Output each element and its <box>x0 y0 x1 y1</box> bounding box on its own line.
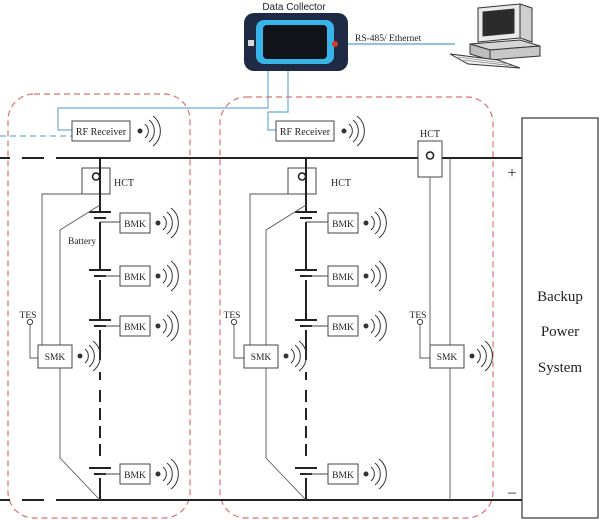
group-1: RF Receiver HCT Battery <box>20 115 179 501</box>
svg-text:HCT: HCT <box>331 178 351 189</box>
tes-2: TES <box>224 311 241 321</box>
backup-label-3: System <box>538 360 583 376</box>
rf-receiver-2 <box>275 120 335 142</box>
hct-3-label: HCT <box>420 129 440 140</box>
svg-text:BMK: BMK <box>332 471 354 481</box>
svg-text:SMK: SMK <box>437 353 458 363</box>
minus-terminal: – <box>507 484 517 501</box>
rf-receiver-1-wireless-icon <box>137 115 161 147</box>
main-buses <box>0 157 522 501</box>
backup-power-system: Backup Power System <box>521 117 599 519</box>
data-collector-button-icon <box>332 41 338 47</box>
bmk-2-1: BMK <box>306 207 387 239</box>
computer-icon <box>449 3 541 69</box>
tes-1: TES <box>20 311 37 321</box>
group-2-boundary <box>219 96 494 519</box>
svg-text:RF Receiver: RF Receiver <box>280 127 331 138</box>
svg-text:BMK: BMK <box>332 273 354 283</box>
hct-1 <box>81 167 111 195</box>
data-collector-label: Data Collector <box>262 2 326 13</box>
smk-1: SMK <box>37 340 101 372</box>
comm-lines <box>0 71 289 137</box>
svg-text:BMK: BMK <box>332 220 354 230</box>
rf-receiver-2-wireless-icon <box>341 115 365 147</box>
svg-text:BMK: BMK <box>124 471 146 481</box>
svg-text:BMK: BMK <box>124 273 146 283</box>
backup-label-1: Backup <box>537 289 583 305</box>
bmk-1-1: BMK <box>100 207 179 239</box>
bmk-2-4: BMK <box>306 458 387 490</box>
svg-text:BMK: BMK <box>332 323 354 333</box>
svg-text:BMK: BMK <box>124 220 146 230</box>
bmk-1-2: BMK <box>100 260 179 292</box>
svg-text:HCT: HCT <box>114 178 134 189</box>
smk-3: SMK <box>429 340 493 372</box>
rs485-label: RS-485/ Ethernet <box>355 34 422 44</box>
battery-label: Battery <box>68 237 96 247</box>
backup-label-2: Power <box>541 324 579 340</box>
svg-text:BMK: BMK <box>124 323 146 333</box>
tes-3: TES <box>410 311 427 321</box>
bmk-2-3: BMK <box>306 310 387 342</box>
svg-text:RF Receiver: RF Receiver <box>76 127 127 138</box>
bmk-1-4: BMK <box>100 458 179 490</box>
bmk-1-3: BMK <box>100 310 179 342</box>
data-collector: Data Collector <box>244 2 348 71</box>
plus-terminal: + <box>507 165 516 182</box>
svg-text:SMK: SMK <box>251 353 272 363</box>
group-2: RF Receiver HCT BMK <box>224 115 493 501</box>
group-1-boundary <box>7 93 191 519</box>
smk-2: SMK <box>243 340 307 372</box>
hct-2 <box>287 167 317 195</box>
data-collector-screen <box>263 25 327 59</box>
rf-receiver-1 <box>71 120 131 142</box>
bmk-2-2: BMK <box>306 260 387 292</box>
svg-text:SMK: SMK <box>45 353 66 363</box>
